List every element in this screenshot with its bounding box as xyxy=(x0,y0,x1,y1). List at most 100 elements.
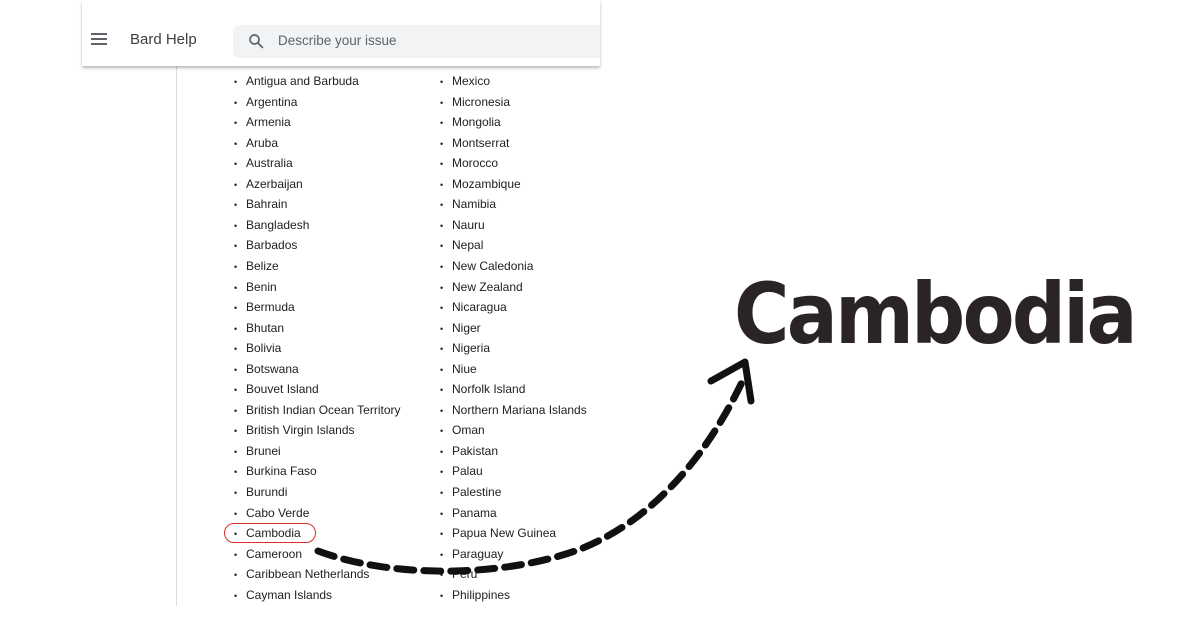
bullet: • xyxy=(440,405,444,416)
country-list-item[interactable]: •Pakistan xyxy=(440,441,498,461)
bullet: • xyxy=(234,364,238,375)
country-list-item[interactable]: •Benin xyxy=(234,277,277,297)
country-name: Namibia xyxy=(452,197,497,212)
country-list-item[interactable]: •Barbados xyxy=(234,235,297,255)
country-list-item[interactable]: •Bermuda xyxy=(234,297,295,317)
country-list-item[interactable]: •Bolivia xyxy=(234,338,281,358)
cambodia-highlight-circle xyxy=(224,523,316,543)
country-list-item[interactable]: •Argentina xyxy=(234,92,297,112)
country-list-item[interactable]: • Caribbean Netherlands xyxy=(234,564,369,584)
country-list-item[interactable]: •Norfolk Island xyxy=(440,379,525,399)
country-list-item[interactable]: •Nicaragua xyxy=(440,297,507,317)
country-list-item[interactable]: •Mozambique xyxy=(440,174,521,194)
country-name: Belize xyxy=(246,258,279,273)
country-list-item[interactable]: •Azerbaijan xyxy=(234,174,303,194)
country-name: Azerbaijan xyxy=(246,176,303,191)
country-list-item[interactable]: •Antigua and Barbuda xyxy=(234,71,359,91)
country-list-item[interactable]: •British Indian Ocean Territory xyxy=(234,400,401,420)
bullet: • xyxy=(234,570,238,581)
country-list-item[interactable]: •British Virgin Islands xyxy=(234,420,355,440)
country-list-item[interactable]: •Burundi xyxy=(234,482,287,502)
bullet: • xyxy=(234,323,238,334)
bullet: • xyxy=(440,138,444,149)
country-list-item[interactable]: •New Caledonia xyxy=(440,256,533,276)
country-list-item[interactable]: •Nauru xyxy=(440,215,485,235)
bullet: • xyxy=(440,590,444,601)
country-name: Australia xyxy=(246,156,293,171)
bullet: • xyxy=(440,303,444,314)
country-name: Burkina Faso xyxy=(246,464,317,479)
search-bar[interactable] xyxy=(233,25,600,58)
country-list-item[interactable]: • Belize xyxy=(234,256,279,276)
country-name: New Caledonia xyxy=(452,258,534,273)
country-list-item[interactable]: • Brunei xyxy=(234,441,281,461)
country-list-item[interactable]: •Niger xyxy=(440,318,481,338)
country-list-item[interactable]: •Nigeria xyxy=(440,338,490,358)
bullet: • xyxy=(440,529,444,540)
country-list-item[interactable]: •Papua New Guinea xyxy=(440,523,556,543)
country-list-item[interactable]: •Montserrat xyxy=(440,133,509,153)
country-list-item[interactable]: •Morocco xyxy=(440,153,498,173)
country-list-item[interactable]: • Burkina Faso xyxy=(234,461,317,481)
country-name: Philippines xyxy=(452,587,511,602)
country-list-item[interactable]: •Nepal xyxy=(440,235,483,255)
country-name: Brunei xyxy=(246,443,281,458)
hamburger-menu-icon[interactable] xyxy=(91,30,109,45)
bullet: • xyxy=(234,467,238,478)
country-list-item[interactable]: •Peru xyxy=(440,564,477,584)
bullet: • xyxy=(440,159,444,170)
country-list-item[interactable]: •Australia xyxy=(234,153,293,173)
country-name: Oman xyxy=(452,423,485,438)
country-name: Mozambique xyxy=(452,176,521,191)
sidebar-divider xyxy=(176,66,177,606)
bullet: • xyxy=(440,282,444,293)
country-list-item[interactable]: • Oman xyxy=(440,420,485,440)
bullet: • xyxy=(234,282,238,293)
bullet: • xyxy=(440,323,444,334)
country-list-item[interactable]: •Botswana xyxy=(234,359,299,379)
country-list-item[interactable]: •Bouvet Island xyxy=(234,379,319,399)
bullet: • xyxy=(234,508,238,519)
country-list-item[interactable]: •Bahrain xyxy=(234,194,287,214)
country-list-item[interactable]: •Palestine xyxy=(440,482,501,502)
country-name: Nigeria xyxy=(452,341,491,356)
country-list-item[interactable]: • Philippines xyxy=(440,585,510,605)
country-list-item[interactable]: •Namibia xyxy=(440,194,496,214)
country-list-item[interactable]: • Aruba xyxy=(234,133,278,153)
search-input[interactable] xyxy=(278,33,578,48)
bullet: • xyxy=(440,508,444,519)
country-list-item[interactable]: •Cabo Verde xyxy=(234,503,309,523)
country-name: Mongolia xyxy=(452,115,501,130)
country-list-item[interactable]: •Palau xyxy=(440,461,483,481)
country-name: Armenia xyxy=(246,115,291,130)
country-list-item[interactable]: •Paraguay xyxy=(440,544,503,564)
country-list-item[interactable]: • Bhutan xyxy=(234,318,284,338)
country-list-item[interactable]: •Cayman Islands xyxy=(234,585,332,605)
app-title[interactable]: Bard Help xyxy=(130,31,197,48)
country-list-item[interactable]: •Mongolia xyxy=(440,112,501,132)
bullet: • xyxy=(440,385,444,396)
country-list-item[interactable]: •Armenia xyxy=(234,112,291,132)
country-list-item[interactable]: •Northern Mariana Islands xyxy=(440,400,587,420)
bullet: • xyxy=(234,446,238,457)
country-list-item[interactable]: •Cameroon xyxy=(234,544,302,564)
bullet: • xyxy=(234,138,238,149)
country-name: Niue xyxy=(452,361,477,376)
bullet: • xyxy=(440,426,444,437)
country-name: Bolivia xyxy=(246,341,282,356)
country-name: Caribbean Netherlands xyxy=(246,567,370,582)
search-icon[interactable] xyxy=(247,32,265,50)
country-list-item[interactable]: •Niue xyxy=(440,359,477,379)
country-name: Aruba xyxy=(246,135,279,150)
country-name: Bhutan xyxy=(246,320,285,335)
country-list-item[interactable]: •New Zealand xyxy=(440,277,523,297)
country-list-item[interactable]: •Mexico xyxy=(440,71,490,91)
bullet: • xyxy=(234,261,238,272)
country-list-item[interactable]: •Panama xyxy=(440,503,497,523)
country-name: Cameroon xyxy=(246,546,303,561)
country-name: Nepal xyxy=(452,238,484,253)
bullet: • xyxy=(234,488,238,498)
country-list-item[interactable]: •Bangladesh xyxy=(234,215,309,235)
country-list-item[interactable]: •Micronesia xyxy=(440,92,510,112)
bullet: • xyxy=(234,590,238,601)
